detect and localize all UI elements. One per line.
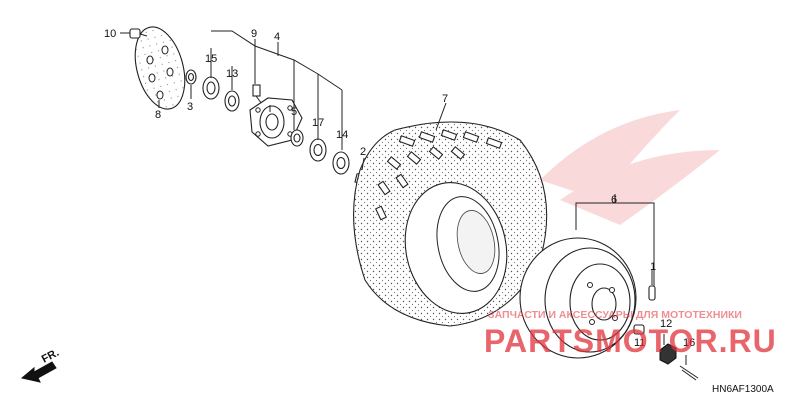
spacer-13 <box>224 90 240 112</box>
wheel-rim <box>519 237 637 359</box>
callout-1: 1 <box>650 261 656 273</box>
diagram-code: HN6AF1300A <box>712 384 774 395</box>
callout-12: 12 <box>660 318 672 330</box>
callout-8: 8 <box>155 109 161 121</box>
nut-11 <box>633 324 645 335</box>
seal-14 <box>332 151 350 175</box>
air-valve-1 <box>648 285 656 301</box>
collar-5 <box>290 129 304 147</box>
wheel-hub <box>249 97 303 147</box>
callout-9: 9 <box>251 28 257 40</box>
watermark-tagline: ЗАПЧАСТИ И АКСЕССУАРЫ ДЛЯ МОТОТЕХНИКИ <box>488 309 742 321</box>
callout-10: 10 <box>104 28 116 40</box>
callout-16: 16 <box>683 337 695 349</box>
brake-disc <box>134 26 186 110</box>
callout-14: 14 <box>336 129 348 141</box>
callout-3: 3 <box>187 101 193 113</box>
callout-2: 2 <box>360 146 366 158</box>
seal-3 <box>185 69 197 85</box>
front-direction-arrow: FR. <box>20 347 61 383</box>
callout-17: 17 <box>312 117 324 129</box>
castle-nut-12 <box>659 343 677 365</box>
front-arrow-label: FR. <box>40 347 61 366</box>
callout-7: 7 <box>442 93 448 105</box>
stud-bolt-9 <box>252 84 263 105</box>
callout-13: 13 <box>226 68 238 80</box>
watermark-brand: PARTSMOTOR.RU <box>484 323 777 359</box>
leader-lines <box>120 30 687 365</box>
tire <box>353 121 548 327</box>
callout-15: 15 <box>205 53 217 65</box>
cotter-pin-16 <box>679 365 699 381</box>
bearing-15 <box>202 76 220 100</box>
callout-11: 11 <box>634 337 645 349</box>
bearing-17 <box>309 138 327 162</box>
callout-6: 6 <box>611 194 617 206</box>
callout-4: 4 <box>274 31 280 43</box>
callout-5: 5 <box>291 106 297 118</box>
